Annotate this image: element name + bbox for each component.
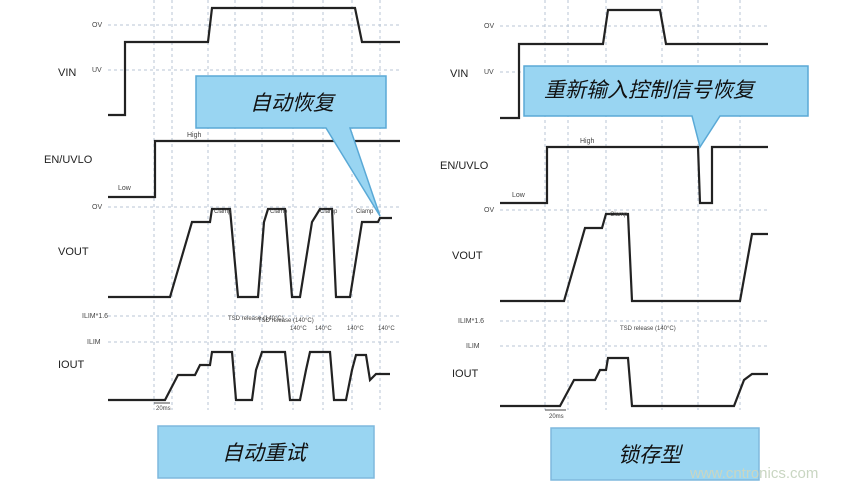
right-vin-waveform	[500, 8, 768, 120]
right-ov-level-label: OV	[484, 23, 494, 30]
left-ilim16-label: ILIM*1.6	[82, 313, 108, 320]
left-vin-label: VIN	[58, 67, 76, 79]
right-clamp-label: Clamp	[610, 212, 628, 218]
left-caption-text: 自动重试	[222, 441, 309, 465]
right-vertical-gridlines	[544, 0, 741, 410]
left-vout-label: VOUT	[58, 246, 89, 258]
right-vout-ov-label: OV	[484, 207, 494, 214]
right-caption-box	[550, 427, 760, 481]
left-tsd-label-1: TSD release (140°C)	[228, 316, 284, 322]
left-callout-bubble	[195, 75, 387, 217]
left-en-uvlo-label: EN/UVLO	[44, 154, 93, 166]
left-tsd-label-6: 140°C	[378, 326, 395, 332]
right-time-label: 20ms	[549, 414, 564, 420]
left-clamp-label-1: Clamp	[214, 209, 232, 215]
right-uv-level-label: UV	[484, 69, 494, 76]
left-en-uvlo-waveform	[108, 139, 400, 199]
watermark: www.cntronics.com	[689, 465, 818, 482]
right-low-label: Low	[512, 192, 526, 199]
right-callout-bubble	[523, 65, 809, 149]
left-vout-waveform	[108, 207, 392, 299]
right-en-uvlo-waveform	[500, 145, 768, 205]
left-tsd-label-5: 140°C	[347, 326, 364, 332]
left-tsd-label-2: TSD release (140°C)	[258, 318, 314, 324]
right-vout-label: VOUT	[452, 250, 483, 262]
left-ilim-label: ILIM	[87, 339, 101, 346]
left-caption-box	[157, 425, 375, 479]
right-timing-diagram: VIN EN/UVLO VOUT IOUT OV UV High Low OV …	[440, 0, 809, 481]
left-vout-ov-label: OV	[92, 204, 102, 211]
left-tsd-label-3: 140°C	[290, 326, 307, 332]
right-ilim-label: ILIM	[466, 343, 480, 350]
right-high-label: High	[580, 138, 595, 145]
left-clamp-label-2: Clamp	[270, 209, 288, 215]
left-vertical-gridlines	[153, 0, 381, 410]
right-ilim16-label: ILIM*1.6	[458, 318, 484, 325]
left-callout-text: 自动恢复	[250, 91, 336, 115]
left-low-label: Low	[118, 185, 132, 192]
left-high-label: High	[187, 132, 202, 139]
right-caption-text: 锁存型	[618, 443, 684, 467]
left-iout-waveform	[108, 350, 390, 402]
left-tsd-label-4: 140°C	[315, 326, 332, 332]
left-time-label: 20ms	[156, 406, 171, 412]
left-ov-level-label: OV	[92, 22, 102, 29]
right-vin-label: VIN	[450, 68, 468, 80]
left-iout-label: IOUT	[58, 359, 85, 371]
left-vin-waveform	[108, 6, 400, 117]
right-tsd-label: TSD release (140°C)	[620, 326, 676, 332]
left-clamp-label-3: Clamp	[320, 209, 338, 215]
right-iout-waveform	[500, 356, 768, 408]
left-horizontal-gridlines	[108, 24, 400, 343]
right-callout-text: 重新输入控制信号恢复	[544, 78, 756, 102]
right-iout-label: IOUT	[452, 368, 479, 380]
left-uv-level-label: UV	[92, 67, 102, 74]
right-vout-waveform	[500, 212, 768, 303]
right-en-uvlo-label: EN/UVLO	[440, 160, 489, 172]
left-clamp-label-4: Clamp	[356, 209, 374, 215]
left-timing-diagram: VIN EN/UVLO VOUT IOUT OV UV High Low OV …	[44, 0, 400, 479]
